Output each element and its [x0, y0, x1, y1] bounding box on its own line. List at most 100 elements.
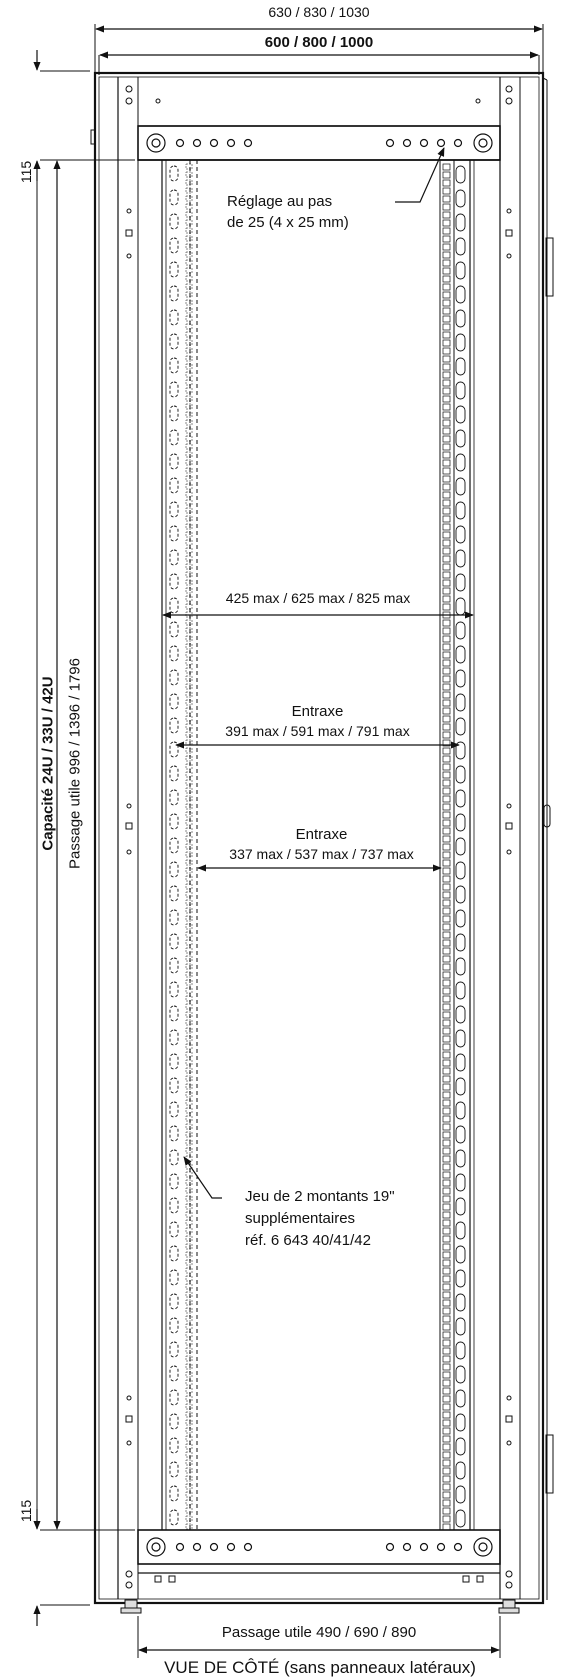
upright-square-hole [185, 947, 193, 954]
upright-square-hole [185, 1475, 193, 1482]
upright-square-hole [442, 995, 451, 1003]
upright-square-hole [185, 587, 193, 594]
upright-square-hole [185, 907, 193, 914]
upright-square-hole [442, 523, 451, 531]
upright-square-hole [442, 923, 451, 931]
upright-square-hole [185, 915, 193, 922]
bottom-crossbar-holes [146, 1537, 493, 1557]
upright-square-hole [185, 1339, 193, 1346]
upright-slot [169, 1461, 179, 1478]
upright-square-hole [185, 1243, 193, 1250]
upright-slot [169, 237, 179, 254]
upright-square-hole [442, 1315, 451, 1323]
upright-square-hole [442, 459, 451, 467]
upright-square-hole [442, 731, 451, 739]
upright-slot [455, 381, 466, 400]
upright-square-hole [442, 619, 451, 627]
upright-square-hole [185, 179, 193, 186]
upright-slot [455, 909, 466, 928]
upright-slot [169, 645, 179, 662]
upright-square-hole [185, 995, 193, 1002]
upright-slot [169, 597, 179, 614]
upright-square-hole [442, 1339, 451, 1347]
upright-square-hole [185, 467, 193, 474]
upright-slot [169, 549, 179, 566]
upright-square-hole [185, 923, 193, 930]
upright-square-hole [442, 1283, 451, 1291]
upright-square-hole [185, 1075, 193, 1082]
upright-square-hole [185, 1227, 193, 1234]
upright-square-hole [442, 843, 451, 851]
upright-square-hole [442, 259, 451, 267]
upright-square-hole [185, 1187, 193, 1194]
upright-slot [169, 933, 179, 950]
upright-square-hole [185, 859, 193, 866]
upright-square-hole [185, 203, 193, 210]
upright-slot [455, 1365, 466, 1384]
upright-slot [169, 717, 179, 734]
upright-square-hole [442, 315, 451, 323]
upright-square-hole [185, 219, 193, 226]
upright-square-hole [442, 1211, 451, 1219]
upright-slot [455, 1029, 466, 1048]
upright-square-hole [442, 1219, 451, 1227]
upright-square-hole [185, 1499, 193, 1506]
upright-square-hole [442, 1075, 451, 1083]
upright-square-hole [185, 291, 193, 298]
upright-square-hole [185, 403, 193, 410]
upright-square-hole [185, 1211, 193, 1218]
upright-slot [169, 1101, 179, 1118]
upright-slot [455, 213, 466, 232]
upright-slot [169, 1053, 179, 1070]
upright-square-hole [185, 603, 193, 610]
upright-slot [169, 477, 179, 494]
upright-square-hole [442, 955, 451, 963]
upright-square-hole [442, 235, 451, 243]
upright-square-hole [442, 1403, 451, 1411]
upright-square-hole [185, 1363, 193, 1370]
upright-slot [169, 669, 179, 686]
upright-square-hole [442, 371, 451, 379]
view-caption: VUE DE CÔTÉ (sans panneaux latéraux) [164, 1658, 476, 1677]
upright-square-hole [442, 971, 451, 979]
upright-square-hole [442, 507, 451, 515]
upright-square-hole [442, 1459, 451, 1467]
upright-slot [169, 861, 179, 878]
upright-square-hole [185, 435, 193, 442]
upright-square-hole [442, 867, 451, 875]
upright-slot [169, 261, 179, 278]
upright-square-hole [442, 1371, 451, 1379]
passage-width-label: Passage utile 490 / 690 / 890 [221, 1624, 417, 1641]
upright-slot [455, 1509, 466, 1528]
uprights-note-line1: Jeu de 2 montants 19" [245, 1188, 395, 1205]
upright-slot [455, 237, 466, 256]
upright-square-hole [442, 1035, 451, 1043]
upright-square-hole [185, 547, 193, 554]
upright-square-hole [185, 1219, 193, 1226]
upright-square-hole [185, 1059, 193, 1066]
upright-square-hole [442, 659, 451, 667]
upright-slot [455, 765, 466, 784]
upright-square-hole [442, 1115, 451, 1123]
upright-square-hole [185, 1403, 193, 1410]
upright-square-hole [442, 1491, 451, 1499]
upright-square-hole [185, 163, 193, 170]
upright-square-hole [185, 1011, 193, 1018]
upright-slot [169, 381, 179, 398]
upright-square-hole [185, 627, 193, 634]
upright-slot [455, 1173, 466, 1192]
upright-square-hole [442, 1451, 451, 1459]
upright-square-hole [185, 363, 193, 370]
upright-slot [169, 429, 179, 446]
upright-square-hole [442, 347, 451, 355]
upright-square-hole [185, 1467, 193, 1474]
upright-square-hole [185, 731, 193, 738]
upright-slot [455, 1485, 466, 1504]
upright-slot [455, 1341, 466, 1360]
upright-square-hole [185, 979, 193, 986]
entraxe2-value: 337 max / 537 max / 737 max [229, 846, 414, 862]
upright-square-hole [442, 587, 451, 595]
upright-square-hole [185, 347, 193, 354]
upright-square-hole [442, 779, 451, 787]
